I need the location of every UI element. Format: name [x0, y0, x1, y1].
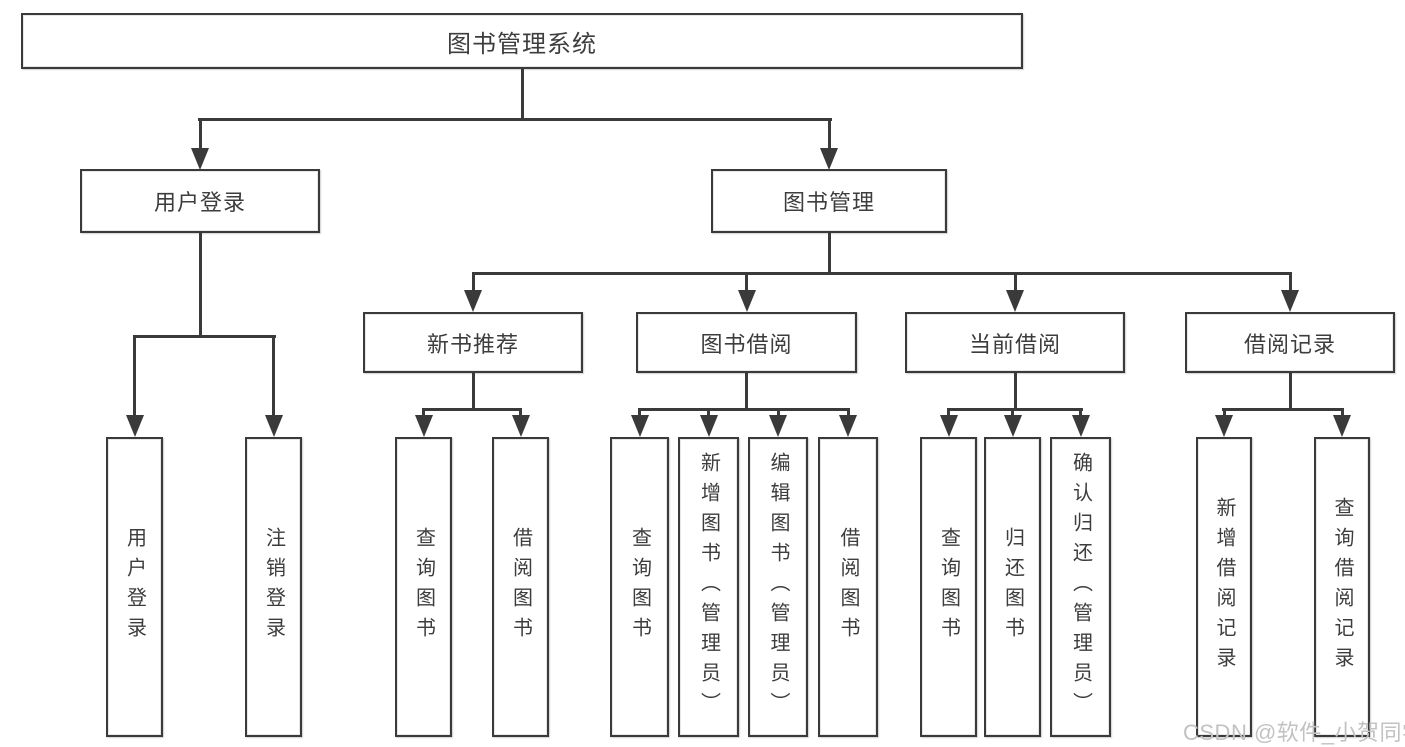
connector-line	[707, 408, 710, 419]
leaf-confirm-return-admin: 确认归还（管理员）	[1050, 437, 1111, 737]
node-label: 当前借阅	[968, 331, 1061, 357]
leaf-borrow-books-borrow: 借阅图书	[818, 437, 878, 737]
leaf-query-borrow-record: 查询借阅记录	[1314, 437, 1370, 737]
leaf-edit-book-admin: 编辑图书（管理员）	[748, 437, 808, 737]
node-label: 编辑图书（管理员）	[767, 452, 789, 722]
arrowhead-icon	[820, 148, 838, 170]
node-label: 新增图书（管理员）	[697, 452, 720, 722]
node-label: 图书管理	[782, 190, 875, 215]
connector-line	[198, 118, 832, 121]
node-label: 归还图书	[1001, 527, 1024, 647]
node-label: 用户登录	[153, 190, 246, 215]
connector-line	[745, 373, 748, 408]
connector-line	[846, 408, 850, 419]
connector-line	[471, 272, 475, 292]
leaf-query-books-current: 查询图书	[920, 437, 977, 737]
node-label: 新书推荐	[426, 331, 519, 357]
connector-line	[638, 408, 850, 411]
arrowhead-icon	[699, 415, 718, 437]
node-label: 查询图书	[412, 527, 435, 647]
node-label: 查询借阅记录	[1331, 497, 1353, 677]
connector-line	[827, 233, 831, 272]
leaf-user-login: 用户登录	[106, 437, 163, 737]
leaf-query-books-borrow: 查询图书	[610, 437, 669, 737]
leaf-return-books: 归还图书	[984, 437, 1041, 737]
arrowhead-icon	[1003, 415, 1022, 437]
connector-line	[1011, 408, 1014, 419]
connector-line	[472, 272, 1292, 275]
connector-line	[198, 233, 202, 335]
node-label: 新增借阅记录	[1213, 497, 1235, 677]
connector-line	[638, 408, 641, 419]
connector-line	[1222, 408, 1226, 419]
node-book-management: 图书管理	[711, 169, 947, 233]
arrowhead-icon	[939, 415, 958, 437]
node-label: 查询图书	[937, 527, 960, 647]
connector-line	[133, 335, 136, 417]
connector-line	[520, 69, 524, 118]
connector-line	[422, 408, 425, 419]
leaf-logout: 注销登录	[245, 437, 302, 737]
node-label: 注销登录	[262, 527, 285, 647]
arrowhead-icon	[839, 415, 857, 437]
connector-line	[1222, 408, 1343, 411]
arrowhead-icon	[1281, 290, 1299, 312]
connector-line	[1340, 408, 1344, 419]
arrowhead-icon	[1006, 290, 1024, 312]
connector-line	[1013, 272, 1017, 292]
connector-line	[947, 408, 950, 419]
arrowhead-icon	[511, 415, 530, 437]
connector-line	[947, 408, 1083, 411]
watermark: CSDN @软件_小贺同学	[1183, 720, 1405, 745]
arrowhead-icon	[125, 415, 144, 437]
arrowhead-icon	[264, 415, 283, 437]
connector-line	[1013, 373, 1017, 408]
node-label: 借阅图书	[509, 527, 532, 647]
node-new-book-recommendation: 新书推荐	[363, 312, 583, 373]
leaf-borrow-books-recommend: 借阅图书	[492, 437, 549, 737]
connector-line	[471, 373, 475, 408]
node-library-management-system: 图书管理系统	[21, 13, 1023, 69]
node-label: 确认归还（管理员）	[1069, 452, 1092, 722]
connector-line	[272, 335, 275, 417]
connector-line	[827, 118, 831, 152]
node-label: 查询图书	[628, 527, 651, 647]
connector-line	[1288, 272, 1292, 292]
arrowhead-icon	[1215, 415, 1233, 437]
leaf-add-borrow-record: 新增借阅记录	[1196, 437, 1252, 737]
connector-line	[1288, 373, 1292, 408]
node-label: 图书管理系统	[447, 30, 597, 58]
node-book-borrowing: 图书借阅	[636, 312, 857, 373]
node-label: 图书借阅	[700, 331, 793, 357]
node-user-login: 用户登录	[80, 169, 320, 233]
node-label: 借阅图书	[837, 527, 859, 647]
arrowhead-icon	[414, 415, 433, 437]
arrowhead-icon	[737, 290, 756, 312]
node-current-borrowing: 当前借阅	[905, 312, 1125, 373]
connector-line	[519, 408, 522, 419]
node-borrowing-records: 借阅记录	[1185, 312, 1395, 373]
leaf-query-books-recommend: 查询图书	[395, 437, 452, 737]
leaf-add-book-admin: 新增图书（管理员）	[678, 437, 739, 737]
connector-line	[422, 408, 522, 411]
arrowhead-icon	[191, 148, 209, 170]
connector-line	[776, 408, 780, 419]
node-label: 用户登录	[123, 527, 146, 647]
arrowhead-icon	[1333, 415, 1351, 437]
connector-line	[745, 272, 748, 292]
arrowhead-icon	[464, 290, 482, 312]
node-label: 借阅记录	[1243, 331, 1336, 357]
arrowhead-icon	[1071, 415, 1090, 437]
arrowhead-icon	[769, 415, 787, 437]
connector-line	[1079, 408, 1082, 419]
arrowhead-icon	[630, 415, 649, 437]
connector-line	[198, 118, 202, 152]
connector-line	[133, 335, 276, 338]
